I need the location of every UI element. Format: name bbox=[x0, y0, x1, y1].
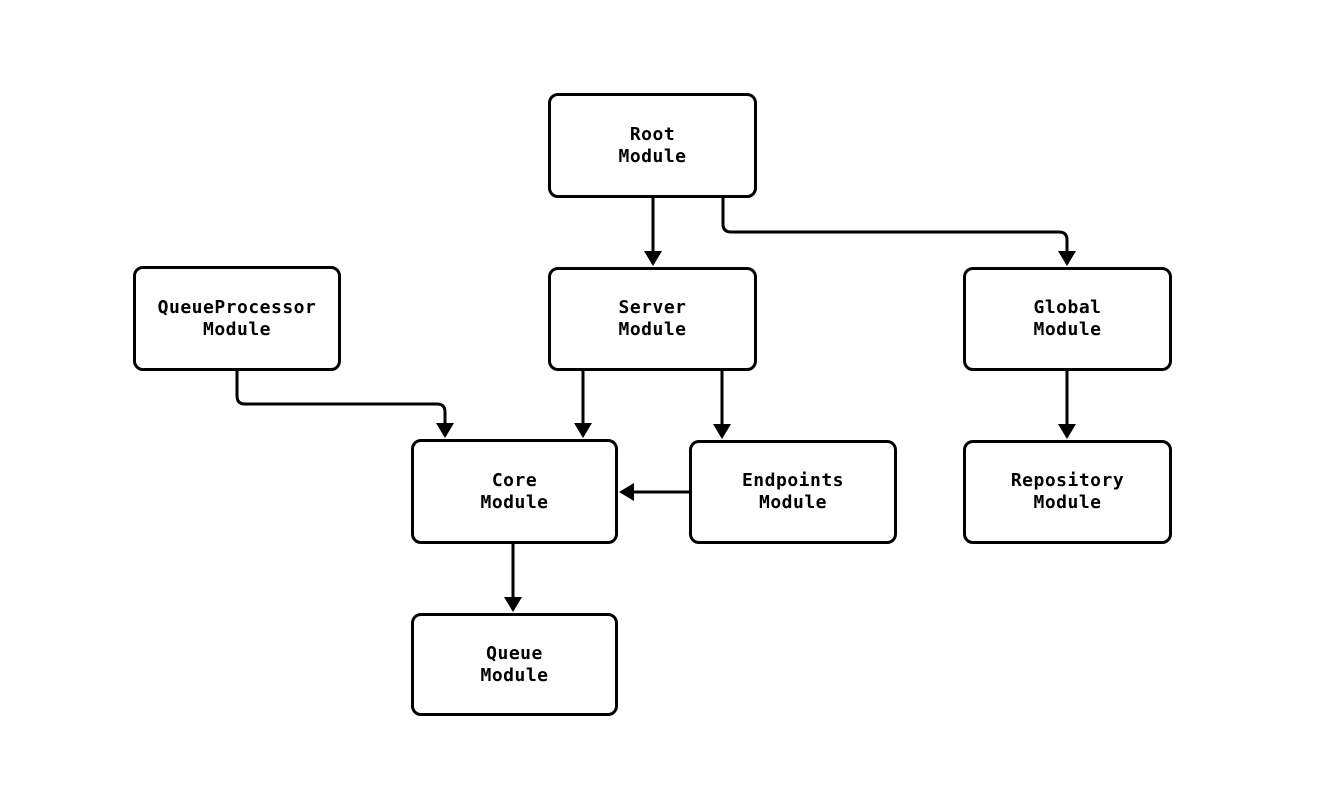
edge-root-to-global bbox=[721, 198, 1076, 266]
node-label-line: Server bbox=[618, 297, 687, 318]
node-label-line: Module bbox=[480, 491, 549, 513]
node-label-line: Module bbox=[1033, 492, 1102, 513]
node-label-line: Root bbox=[629, 123, 676, 145]
node-label-line: Global bbox=[1033, 297, 1102, 318]
node-label-line: Module bbox=[202, 318, 272, 340]
node-label-line: QueueProcessor bbox=[157, 296, 317, 318]
node-label-line: Module bbox=[480, 664, 549, 686]
node-label-line: Repository bbox=[1010, 470, 1125, 491]
node-label-line: Core bbox=[491, 469, 538, 491]
edge-group bbox=[235, 198, 1076, 612]
node-label-line: Queue bbox=[486, 642, 543, 664]
edge-queueprocessor-to-core bbox=[235, 371, 454, 438]
node-label-line: Module bbox=[618, 145, 687, 167]
node-label-line: Endpoints bbox=[741, 470, 845, 491]
node-label-line: Module bbox=[618, 319, 687, 340]
node-label-line: Module bbox=[758, 492, 828, 513]
node-label-line: Module bbox=[1033, 319, 1102, 340]
